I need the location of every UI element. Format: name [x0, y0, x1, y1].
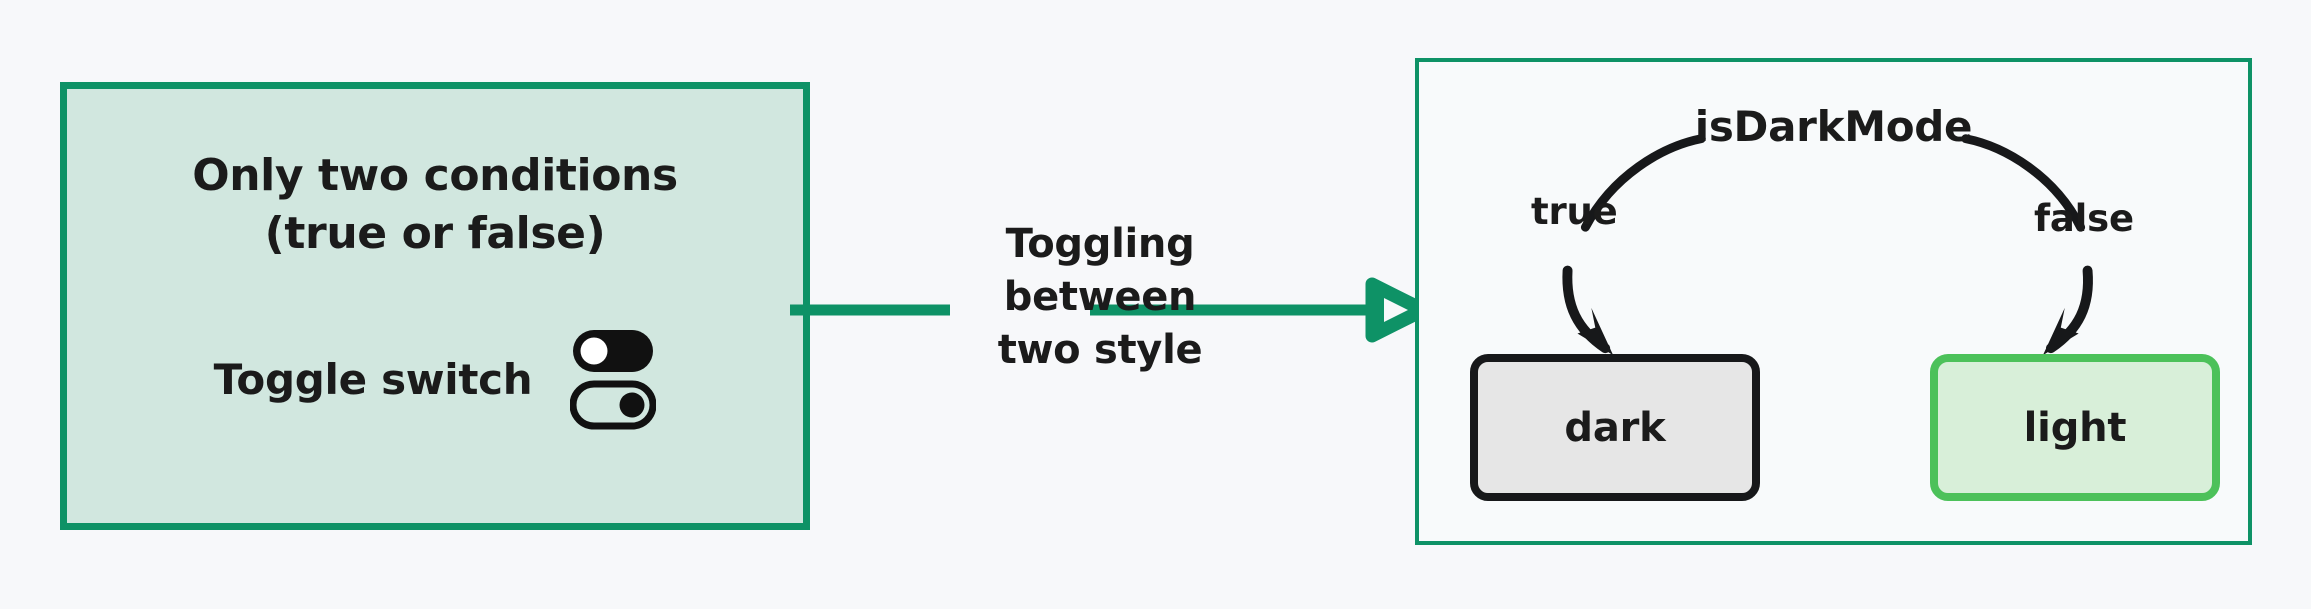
branch-condition-false: false	[2034, 197, 2134, 240]
right-panel-branching: isDarkMode true false dark light	[1415, 58, 2252, 545]
left-panel-heading: Only two conditions (true or false)	[192, 150, 678, 260]
arc-to-false	[1961, 134, 2086, 232]
mode-box-dark[interactable]: dark	[1470, 354, 1760, 501]
toggle-switch-label: Toggle switch	[213, 354, 533, 404]
toggle-switch-row: Toggle switch	[67, 327, 803, 431]
mode-box-light[interactable]: light	[1930, 354, 2220, 501]
is-dark-mode-label: isDarkMode	[1694, 102, 1973, 151]
toggle-switch-icon	[570, 330, 657, 430]
left-panel-conditions: Only two conditions (true or false) Togg…	[60, 82, 810, 530]
arrow-right-icon	[1365, 277, 1430, 343]
curved-arrow-down-left-icon	[2042, 265, 2093, 356]
curved-arrow-down-right-icon	[1562, 265, 1614, 356]
branch-arrows	[1562, 134, 2093, 356]
connector-arrow	[790, 277, 1430, 343]
arc-to-true	[1580, 134, 1706, 232]
connector-label: Toggling between two style	[997, 221, 1203, 373]
branch-condition-true: true	[1531, 190, 1618, 233]
